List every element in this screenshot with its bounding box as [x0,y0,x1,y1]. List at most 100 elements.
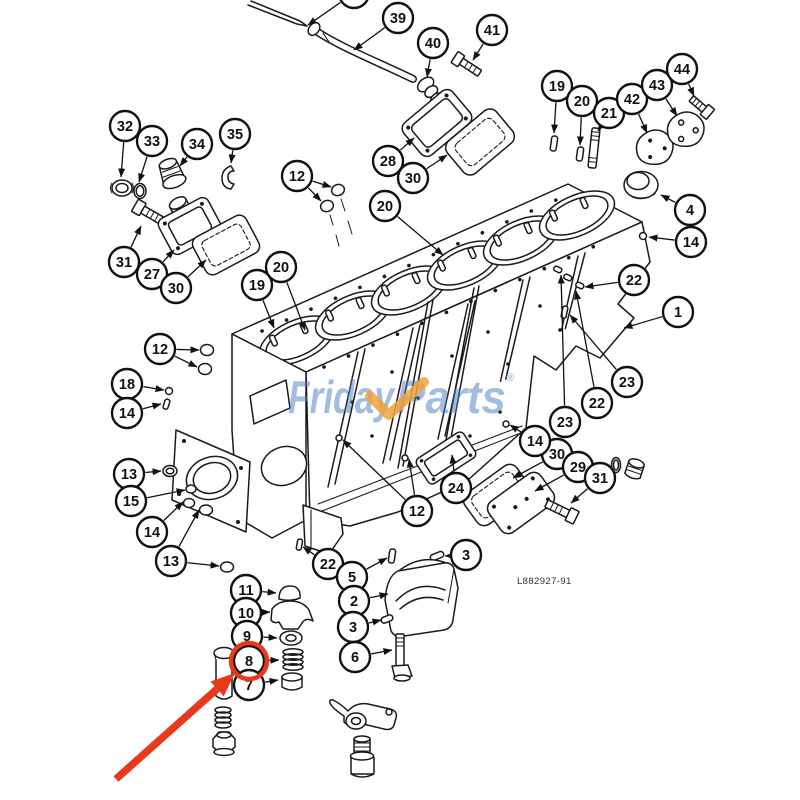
liner-slot [324,309,335,322]
callout-number-34: 34 [189,137,205,153]
leader-line [130,225,142,248]
callout-number-43: 43 [649,78,665,94]
gasket-30-top [444,108,516,176]
callout-number-22: 22 [626,273,642,289]
dome-11 [278,585,301,602]
leader-line [660,194,676,203]
leader-line [371,648,393,656]
leader-line [176,346,200,354]
leader-line [597,121,606,132]
callout-number-13: 13 [163,554,179,570]
leader-line [187,259,207,278]
callout-number-8: 8 [245,654,253,670]
callout-circle-12 [400,494,434,528]
side-bolt-hole [390,370,394,374]
leader-line [142,402,162,410]
oring-right [610,456,622,474]
callout-number-41: 41 [484,23,500,39]
leader-line [574,290,595,387]
stud-21 [587,127,601,169]
cover-43 [666,111,705,148]
callout-number-20: 20 [574,94,590,110]
callout-number-30: 30 [405,171,421,187]
leader-line [312,180,332,188]
stud-22-lower [295,538,304,551]
callout-circle-19 [540,69,574,103]
leader-line [187,561,220,569]
callout-number-23: 23 [619,375,635,391]
callout-number-19: 19 [549,79,565,95]
bearing-cap-group [295,538,459,682]
callout-number-7: 7 [245,678,253,694]
callout-number-27: 27 [144,267,160,283]
pin-20 [575,146,585,162]
highlight-ring [228,640,270,682]
side-bolt-hole [468,434,472,438]
callout-circle-6 [338,640,372,674]
bolt-heads-12-targets [335,434,409,462]
callout-circle-14 [110,396,144,430]
exploded-parts [110,0,715,778]
liner-slot [548,209,559,222]
callout-circle-20 [565,84,599,118]
leader-line [472,43,484,61]
callout-circle-unlabeled [339,0,369,10]
leader-line [147,488,186,499]
spring-8 [282,648,304,671]
seal-9 [279,630,303,646]
callout-number-31: 31 [116,255,132,271]
leader-line [179,156,188,167]
leader-line [307,187,322,202]
leader-line [665,98,678,117]
callout-number-30: 30 [549,447,565,463]
callout-circle-12 [280,159,314,193]
callout-circle-31 [583,461,617,495]
watermark-registered-mark: ® [506,372,514,384]
cylinder-bore [538,190,616,241]
leader-line [307,1,341,26]
bolt-41 [450,51,482,77]
callout-circle-35 [218,117,252,151]
leader-line [534,474,564,492]
side-rib [437,300,476,440]
leader-line [265,677,279,685]
leader-line [143,385,165,393]
callout-circle-28 [371,144,405,178]
callout-circle-4 [673,193,707,227]
side-bolt-hole [506,362,510,366]
side-bolt-hole [416,396,420,400]
leader-line [425,59,432,78]
callout-circle-22 [580,386,614,420]
side-bolt-hole [486,330,490,334]
pin-19 [549,135,559,152]
liner-slot [355,296,365,310]
main-cap-2 [384,562,459,638]
callout-number-12: 12 [289,169,305,185]
leader-line [426,154,448,170]
side-rib [382,324,421,464]
callout-number-22: 22 [589,396,605,412]
leader-line [366,557,388,570]
callout-number-21: 21 [601,106,617,122]
callout-number-19: 19 [249,278,265,294]
deck-plugs-12 [319,183,353,247]
watermark-friday: Friday [288,371,396,423]
callout-circle-19 [240,268,274,302]
callout-circle-41 [475,13,509,47]
leader-line [406,458,416,495]
callout-circle-20 [368,189,402,223]
deck-bolt-holes-upper [260,198,558,333]
leader-line [551,102,559,134]
side-bolt-hole [450,354,454,358]
callout-number-29: 29 [570,460,586,476]
leader-line [263,633,278,641]
callout-number-14: 14 [683,235,699,251]
ball-14-right [638,231,648,241]
callout-number-28: 28 [380,154,396,170]
callout-circle-14 [135,515,169,549]
callout-circle-1 [661,295,695,329]
leader-line [178,509,200,547]
callout-circle-23 [610,365,644,399]
side-bolt-hole [350,400,354,404]
